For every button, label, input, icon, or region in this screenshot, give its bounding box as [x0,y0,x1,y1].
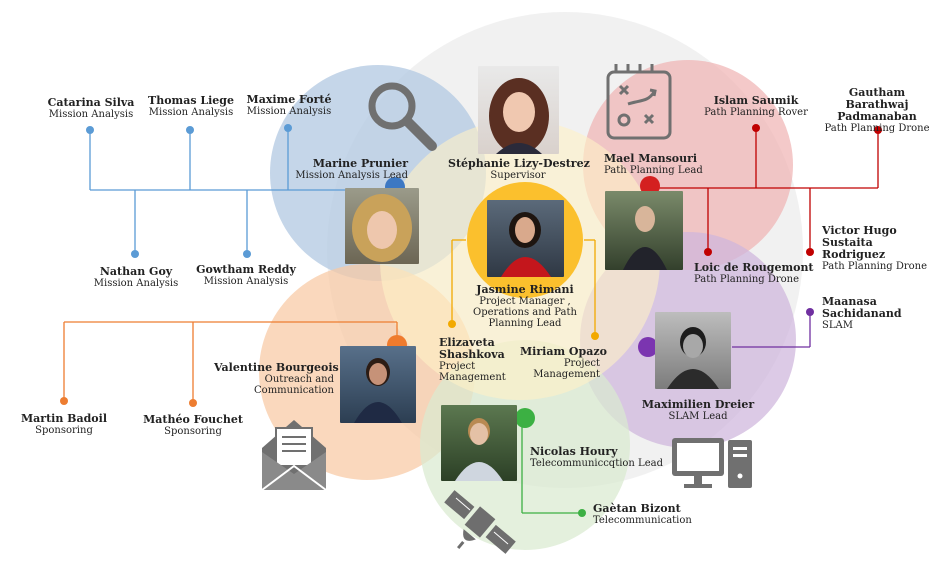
person-role: Path Planning Lead [604,165,703,177]
person-name: Martin Badoil [21,412,107,425]
satellite-icon [444,490,516,554]
photo-stephanie [478,66,559,154]
person-role: Project Management [533,358,600,381]
person-role: Mission Analysis [93,278,179,290]
telecom-circle [420,340,630,550]
person-martin: Martin Badoil Sponsoring [14,412,114,437]
person-elizaveta: Elizaveta Shashkova Project Management [439,336,509,384]
person-role: Mission Analysis [246,106,332,118]
photo-valentine [340,346,416,423]
envelope-icon [261,420,327,491]
telecom-dots [515,408,586,517]
person-role: Path Planning Drone [822,261,928,273]
person-maanasa: Maanasa Sachidanand SLAM [822,295,902,332]
person-role: SLAM Lead [668,411,728,423]
photo-mael [605,191,683,270]
person-role: Sponsoring [164,426,222,438]
person-thomas: Thomas Liege Mission Analysis [140,94,242,119]
person-name: Gautham Barathwaj Padmanaban [837,86,917,124]
photo-jasmine [487,200,564,277]
person-jasmine: Jasmine Rimani Project Manager , Operati… [470,283,580,330]
person-gaetan: Gaètan Bizont Telecommunication [593,502,703,527]
person-miriam: Miriam Opazo Project Management [520,345,607,381]
person-name: Islam Saumik [713,94,799,107]
person-role: Mission Analysis Lead [295,170,408,182]
person-mael: Mael Mansouri Path Planning Lead [604,152,714,177]
person-role: Telecommunication [593,515,692,527]
person-role: Path Planning Drone [824,123,930,135]
telecom-connectors [521,420,582,514]
person-role: Outreach and Communication [254,374,334,397]
person-name: Miriam Opazo [520,345,607,358]
photo-nicolas [441,405,517,481]
person-name: Maximilien Dreier [641,398,755,411]
person-role: Mission Analysis [148,107,234,119]
planning-connectors [650,128,879,252]
person-name: Victor Hugo Sustaita Rodriguez [822,224,897,262]
person-name: Gaètan Bizont [593,502,681,515]
outreach-connectors [63,321,398,403]
desktop-computer-icon [672,438,752,488]
person-gautham: Gautham Barathwaj Padmanaban Path Planni… [820,86,934,135]
management-connectors [451,239,596,336]
person-name: Valentine Bourgeois [214,361,339,374]
person-name: Maanasa Sachidanand [822,295,902,321]
person-valentine: Valentine Bourgeois Outreach and Communi… [214,361,339,397]
person-role: Mission Analysis [203,276,289,288]
person-name: Stéphanie Lizy-Destrez [448,157,590,170]
photo-maximilien [655,312,731,389]
magnifier-icon [368,82,437,151]
person-nathan: Nathan Goy Mission Analysis [85,265,187,290]
person-role: Telecommuniccqtion Lead [530,458,663,470]
person-name: Catarina Silva [47,96,135,109]
person-name: Thomas Liege [148,94,234,107]
person-maxime: Maxime Forté Mission Analysis [238,93,340,118]
person-role: Sponsoring [35,425,93,437]
person-name: Mathéo Fouchet [143,413,243,426]
person-name: Nathan Goy [99,265,173,278]
person-name: Nicolas Houry [530,445,618,458]
person-islam: Islam Saumik Path Planning Rover [702,94,810,119]
slam-connectors [732,312,811,348]
person-matheo: Mathéo Fouchet Sponsoring [142,413,244,438]
person-marine: Marine Prunier Mission Analysis Lead [280,157,408,182]
management-dots [448,320,599,340]
person-nicolas: Nicolas Houry Telecommuniccqtion Lead [530,445,663,470]
person-role: Path Planning Rover [704,107,808,119]
person-catarina: Catarina Silva Mission Analysis [40,96,142,121]
person-name: Maxime Forté [246,93,332,106]
person-name: Marine Prunier [312,157,408,170]
person-role: Project Manager , Operations and Path Pl… [473,296,577,330]
person-role: Mission Analysis [48,109,134,121]
person-victor: Victor Hugo Sustaita Rodriguez Path Plan… [822,224,934,273]
person-stephanie: Stéphanie Lizy-Destrez Supervisor [448,157,590,182]
person-role: SLAM [822,320,853,332]
person-name: Loic de Rougemont [694,261,814,274]
person-name: Elizaveta Shashkova [439,336,505,362]
person-role: Project Management [439,361,506,384]
person-name: Gowtham Reddy [196,263,296,276]
person-role: Supervisor [490,170,546,182]
person-name: Mael Mansouri [604,152,698,165]
slam-dots [638,308,814,357]
mission-connectors [89,128,395,254]
person-loic: Loic de Rougemont Path Planning Drone [694,261,814,286]
strategy-board-icon [606,64,672,140]
photo-marine [345,188,419,264]
person-maximilien: Maximilien Dreier SLAM Lead [638,398,758,423]
person-gowtham: Gowtham Reddy Mission Analysis [194,263,298,288]
person-role: Path Planning Drone [694,274,800,286]
person-name: Jasmine Rimani [476,283,574,296]
